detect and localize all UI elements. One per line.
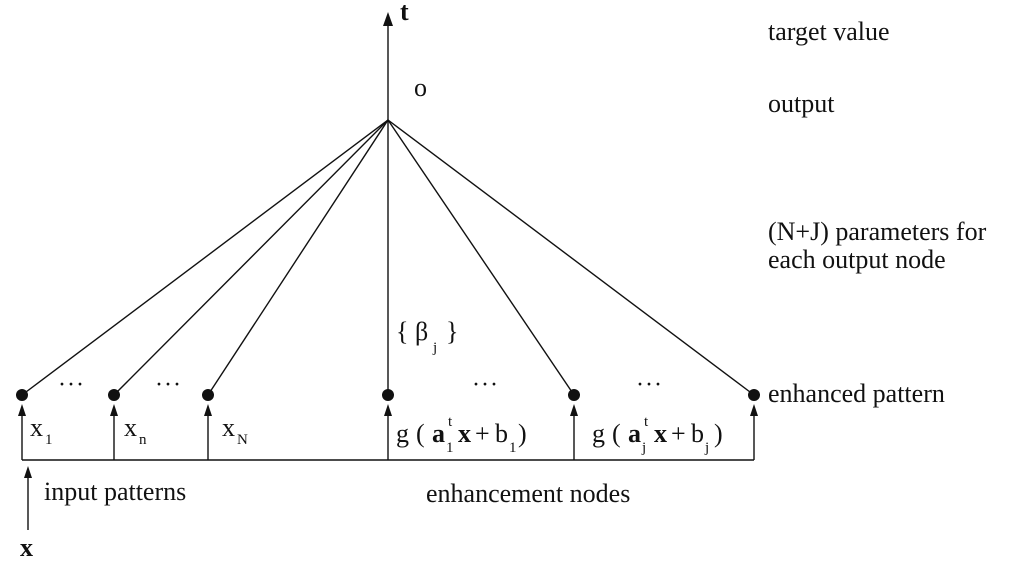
target-arrowhead [383,12,393,26]
parameters-annotation-line2: each output node [768,245,946,274]
svg-text:x: x [458,419,471,448]
svg-text:1: 1 [45,432,53,448]
svg-text:}: } [446,317,458,346]
node-g1 [382,389,394,401]
svg-text:···: ··· [472,372,499,398]
target-label: t [400,0,409,26]
svg-text:g: g [396,419,409,448]
input-node-label-xn: x n [124,413,147,448]
node-g-mid [568,389,580,401]
node-xN [202,389,214,401]
svg-text:g: g [592,419,605,448]
svg-text:{ β: { β [396,317,428,346]
svg-text:): ) [518,419,527,448]
svg-text:t: t [448,414,453,430]
svg-text:b: b [495,419,508,448]
svg-text:(: ( [416,419,425,448]
enhanced-pattern-annotation: enhanced pattern [768,379,945,408]
svg-text:x: x [654,419,667,448]
node-xn [108,389,120,401]
svg-text:···: ··· [155,372,182,398]
input-vector-label: x [20,533,33,562]
svg-text:1: 1 [446,440,454,456]
output-annotation: output [768,89,835,118]
output-label: o [414,73,427,102]
svg-text:x: x [124,413,137,442]
svg-text:(: ( [612,419,621,448]
svg-text:j: j [641,440,646,456]
svg-text:N: N [237,432,248,448]
svg-text:x: x [30,413,43,442]
svg-text:···: ··· [58,372,85,398]
svg-text:n: n [139,432,147,448]
enhanced-pattern-nodes [16,389,760,401]
output-connections [21,119,755,396]
node-gj [748,389,760,401]
svg-text:t: t [644,414,649,430]
enhancement-node-label-j: g ( a t j x + b j ) [592,414,723,456]
parameters-annotation-line1: (N+J) parameters for [768,217,987,246]
connection-xN [207,119,389,396]
ellipses: ··· ··· ··· ··· [58,372,663,398]
svg-text:b: b [691,419,704,448]
svg-text:···: ··· [636,372,663,398]
svg-text:j: j [432,340,437,356]
svg-text:+: + [671,419,686,448]
node-x1 [16,389,28,401]
input-node-label-xN: x N [222,413,248,448]
svg-text:x: x [222,413,235,442]
svg-text:j: j [704,440,709,456]
svg-text:+: + [475,419,490,448]
connection-g-mid [387,119,575,396]
weights-label: { β j } [396,317,458,356]
enhancement-nodes-label: enhancement nodes [426,479,630,508]
target-value-annotation: target value [768,17,890,46]
input-node-label-x1: x 1 [30,413,53,448]
enhancement-node-label-1: g ( a t 1 x + b 1 ) [396,414,527,456]
svg-text:a: a [628,419,641,448]
svg-text:a: a [432,419,445,448]
svg-text:1: 1 [509,440,517,456]
svg-text:): ) [714,419,723,448]
connection-xn [113,119,389,396]
connection-x1 [21,119,389,396]
connection-gj [387,119,755,396]
bus-to-node-arrows [18,404,758,460]
input-patterns-label: input patterns [44,477,186,506]
